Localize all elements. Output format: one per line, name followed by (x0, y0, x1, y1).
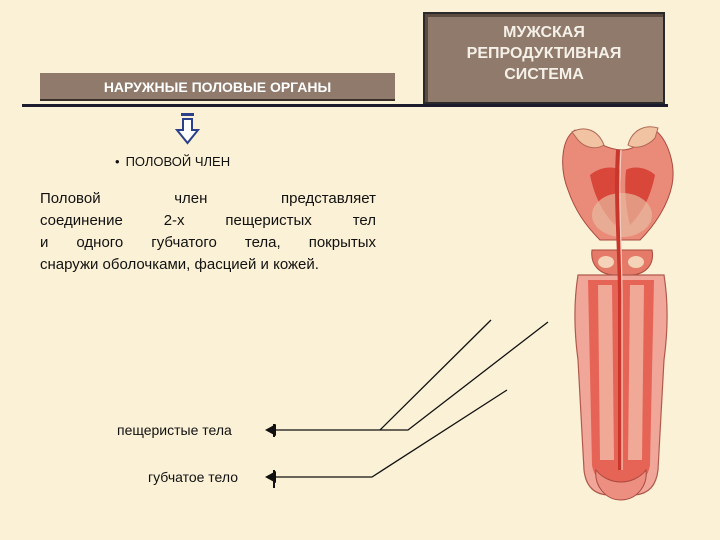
label-spongy-body: губчатое тело (148, 469, 238, 485)
label-cavernous-bodies: пещеристые тела (117, 422, 232, 438)
bullet-item: • ПОЛОВОЙ ЧЛЕН (115, 154, 230, 169)
pointer-lines (270, 320, 548, 477)
bullet-text: ПОЛОВОЙ ЧЛЕН (126, 154, 231, 169)
anatomy-illustration (563, 127, 673, 500)
paragraph-line-3: и одного губчатого тела, покрытых (40, 232, 376, 254)
down-arrow-icon (177, 113, 198, 143)
description-paragraph: Половой член представляет соединение 2-х… (40, 188, 376, 276)
paragraph-line-2: соединение 2-х пещеристых тел (40, 210, 376, 232)
paragraph-line-1: Половой член представляет (40, 188, 376, 210)
bullet-icon: • (115, 154, 120, 169)
paragraph-line-4: снаружи оболочками, фасцией и кожей. (40, 254, 376, 276)
